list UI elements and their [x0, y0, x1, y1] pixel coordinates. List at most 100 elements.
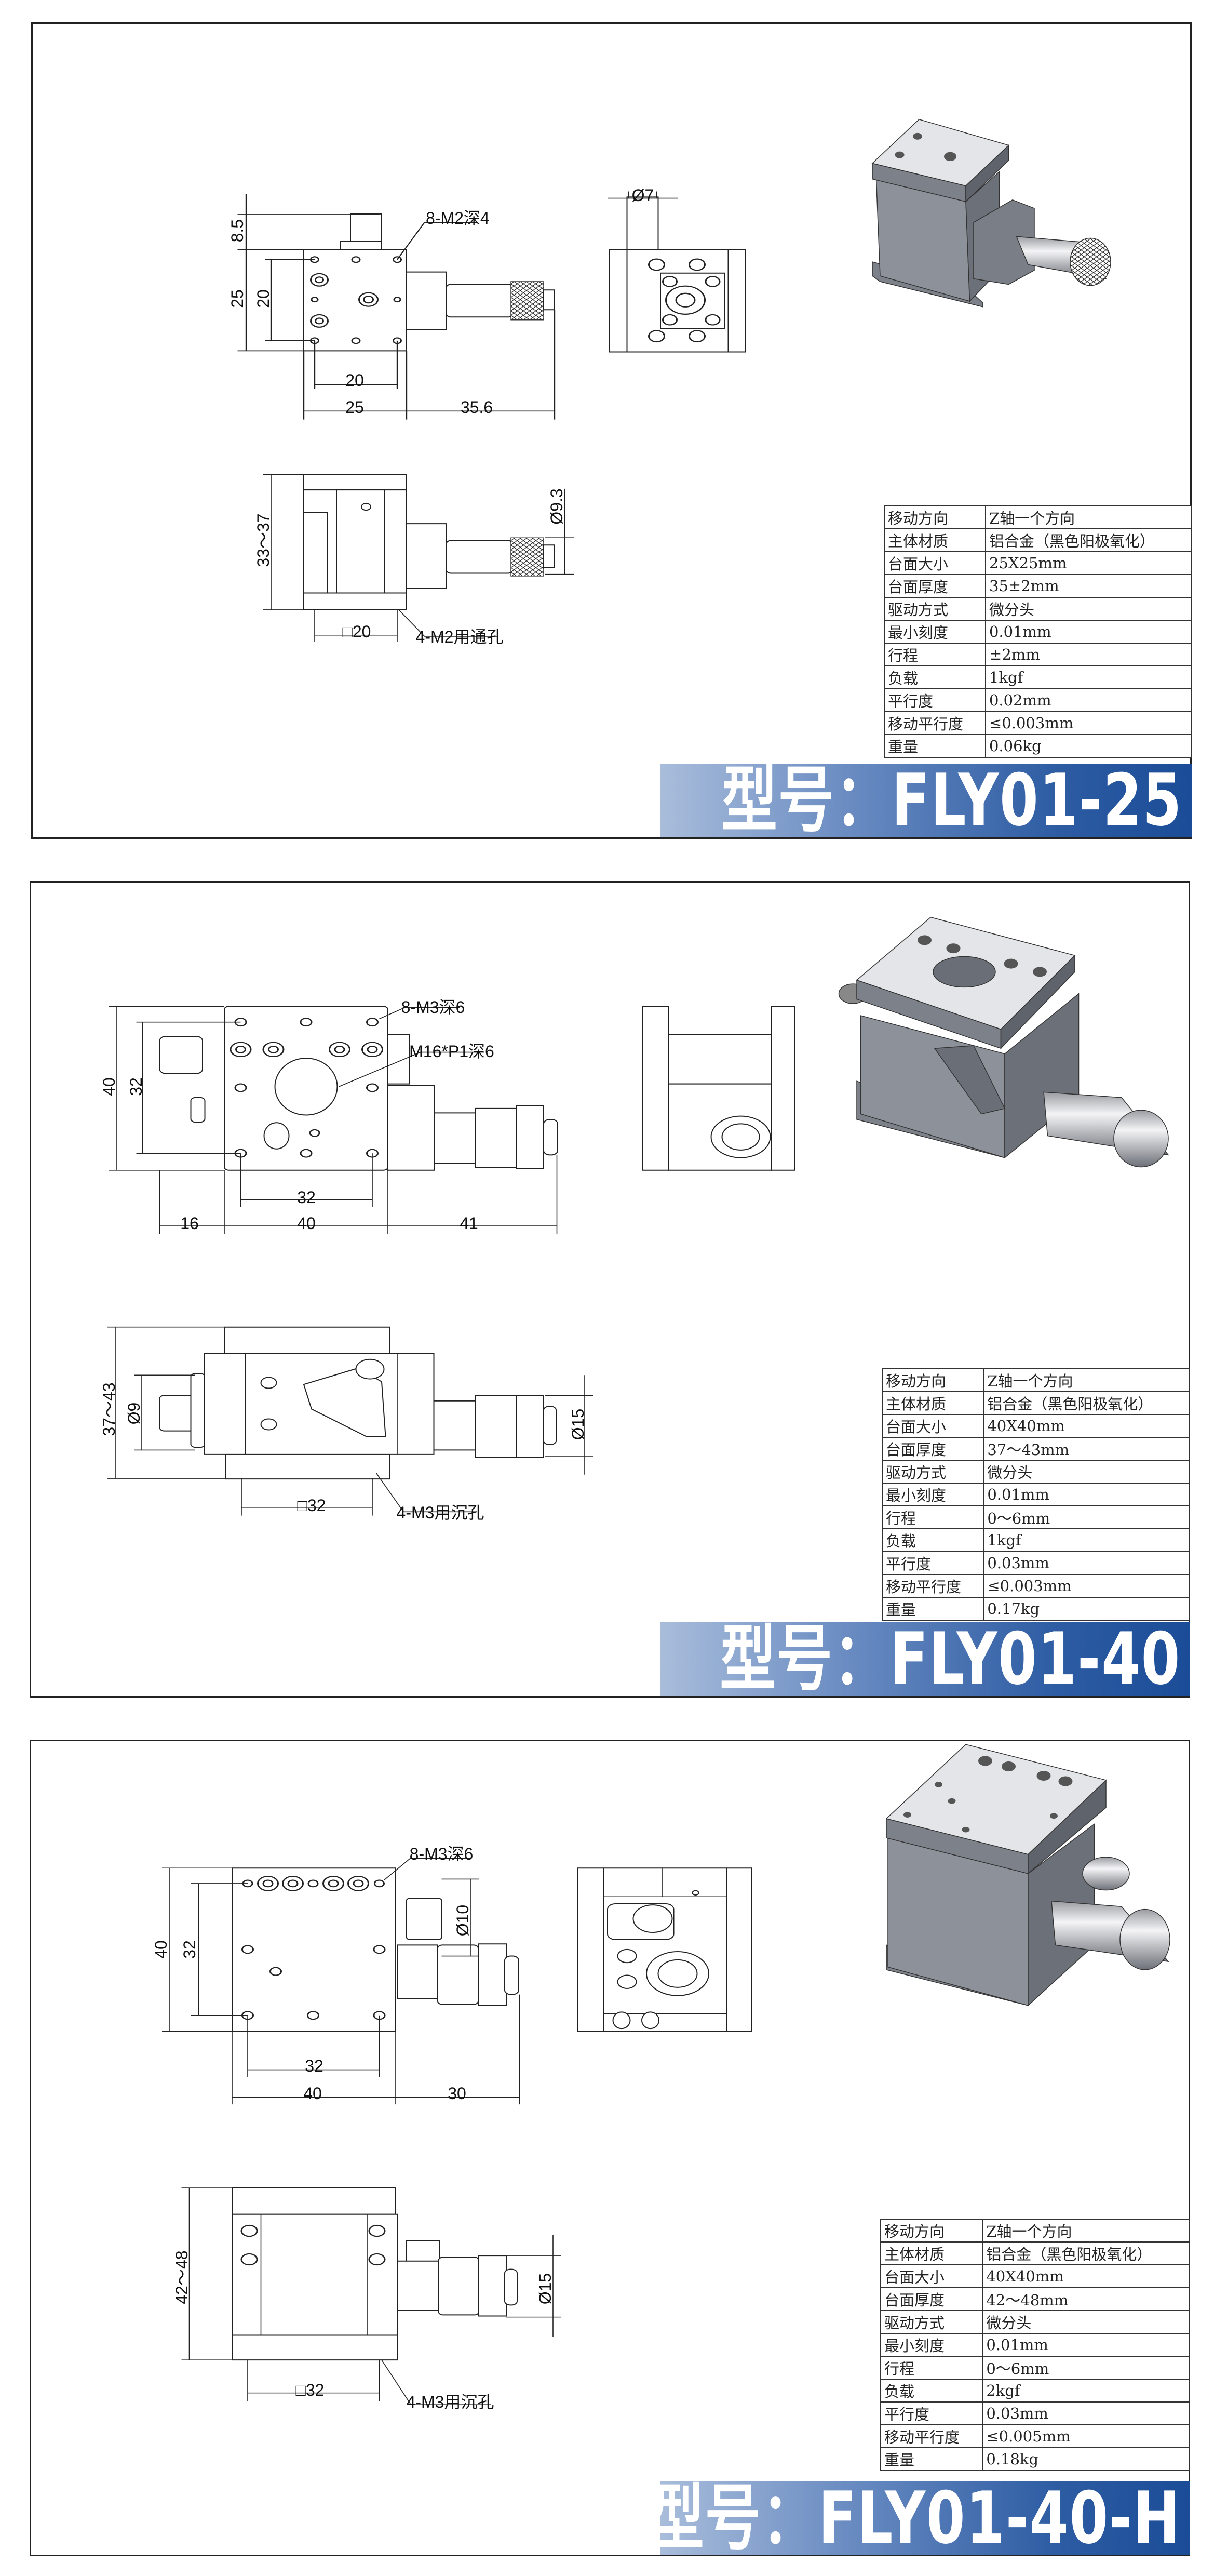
dimension-label: 25	[228, 289, 247, 308]
top-view	[304, 214, 555, 351]
dimension-label: 20	[345, 371, 364, 390]
front-view	[107, 1327, 593, 1516]
spec-value: 铝合金（黑色阳极氧化）	[985, 528, 1192, 552]
spec-label: 重量	[881, 1597, 984, 1621]
spec-label: 最小刻度	[880, 2333, 983, 2357]
spec-label: 移动平行度	[880, 2424, 983, 2448]
dimension-label: 8-M3深6	[410, 1845, 474, 1863]
dimension-label: 35.6	[461, 398, 493, 417]
spec-row: 主体材质铝合金（黑色阳极氧化）	[883, 528, 1192, 552]
spec-label: 台面厚度	[881, 1437, 984, 1461]
dimension-label: Ø9	[125, 1403, 143, 1425]
spec-label: 台面大小	[881, 1414, 984, 1438]
product-3d-render	[839, 917, 1169, 1167]
spec-label: 重量	[880, 2447, 983, 2471]
dimension-label: 40	[100, 1077, 118, 1096]
spec-label: 重量	[883, 734, 987, 758]
spec-label: 平行度	[881, 1551, 984, 1575]
dimension-label: 20	[254, 289, 273, 308]
dimension-label: 32	[305, 2057, 323, 2075]
model-number: FLY01-25	[891, 764, 1182, 837]
spec-label: 负载	[881, 1528, 984, 1552]
spec-label: 主体材质	[881, 1391, 984, 1415]
model-banner: 型号：FLY01-40	[660, 1622, 1190, 1696]
spec-value: 微分头	[983, 1460, 1190, 1484]
dimension-label: 4-M3用沉孔	[397, 1503, 484, 1522]
spec-label: 台面大小	[883, 551, 987, 575]
spec-label: 台面大小	[880, 2264, 983, 2288]
dimension-label: 32	[180, 1940, 199, 1959]
side-view	[643, 1006, 795, 1170]
dimension-label: □32	[296, 2381, 325, 2399]
spec-label: 移动平行度	[883, 711, 987, 735]
spec-value: 0.03mm	[982, 2401, 1190, 2425]
spec-value: Z轴一个方向	[983, 1368, 1190, 1392]
spec-value: 0.01mm	[982, 2333, 1190, 2357]
model-banner: 型号：FLY01-25	[660, 764, 1192, 837]
model-title: 型号：FLY01-40-H	[660, 2482, 1181, 2554]
dimension-label: 37～43	[100, 1382, 118, 1436]
spec-value: Z轴一个方向	[985, 505, 1192, 529]
dimension-label: 30	[448, 2084, 466, 2103]
dimension-label: □32	[298, 1496, 326, 1515]
spec-value: 1kgf	[983, 1528, 1190, 1552]
dimension-label: M16*P1深6	[409, 1042, 494, 1061]
spec-row: 驱动方式微分头	[883, 597, 1192, 621]
spec-row: 主体材质铝合金（黑色阳极氧化）	[880, 2241, 1190, 2265]
side-view	[608, 192, 746, 352]
dimension-label: 8-M3深6	[401, 998, 465, 1017]
dimension-label: Ø9.3	[547, 488, 566, 524]
spec-row: 驱动方式微分头	[881, 1460, 1190, 1484]
product-3d-render	[872, 119, 1111, 307]
top-view-dimensions	[237, 194, 556, 420]
spec-label: 驱动方式	[883, 597, 987, 621]
spec-value: 40X40mm	[982, 2264, 1190, 2288]
spec-row: 驱动方式微分头	[880, 2310, 1190, 2334]
spec-value: 微分头	[985, 597, 1192, 621]
dimension-label: 33～37	[254, 513, 273, 567]
spec-label: 主体材质	[880, 2241, 983, 2265]
spec-label: 行程	[881, 1505, 984, 1529]
spec-value: 0.17kg	[983, 1597, 1190, 1621]
dimension-label: 4-M3用沉孔	[407, 2393, 494, 2411]
dimension-label: 32	[297, 1188, 316, 1207]
spec-label: 驱动方式	[881, 1460, 984, 1484]
spec-label: 移动方向	[883, 505, 987, 529]
spec-value: 0.01mm	[985, 620, 1192, 644]
spec-label: 平行度	[883, 688, 987, 712]
model-title: 型号：FLY01-25	[721, 765, 1182, 836]
dimension-label: 32	[127, 1077, 145, 1096]
spec-label: 行程	[883, 643, 987, 666]
top-view	[162, 1858, 520, 2104]
spec-value: 35±2mm	[985, 574, 1192, 598]
spec-value: ≤0.003mm	[983, 1574, 1190, 1598]
spec-value: 铝合金（黑色阳极氧化）	[983, 1391, 1190, 1415]
spec-label: 移动方向	[880, 2219, 983, 2243]
side-view	[578, 1868, 752, 2031]
spec-value: 0.18kg	[982, 2447, 1190, 2471]
spec-label: 移动平行度	[881, 1574, 984, 1598]
dimension-label: Ø7	[632, 186, 654, 205]
spec-row: 主体材质铝合金（黑色阳极氧化）	[881, 1391, 1190, 1415]
